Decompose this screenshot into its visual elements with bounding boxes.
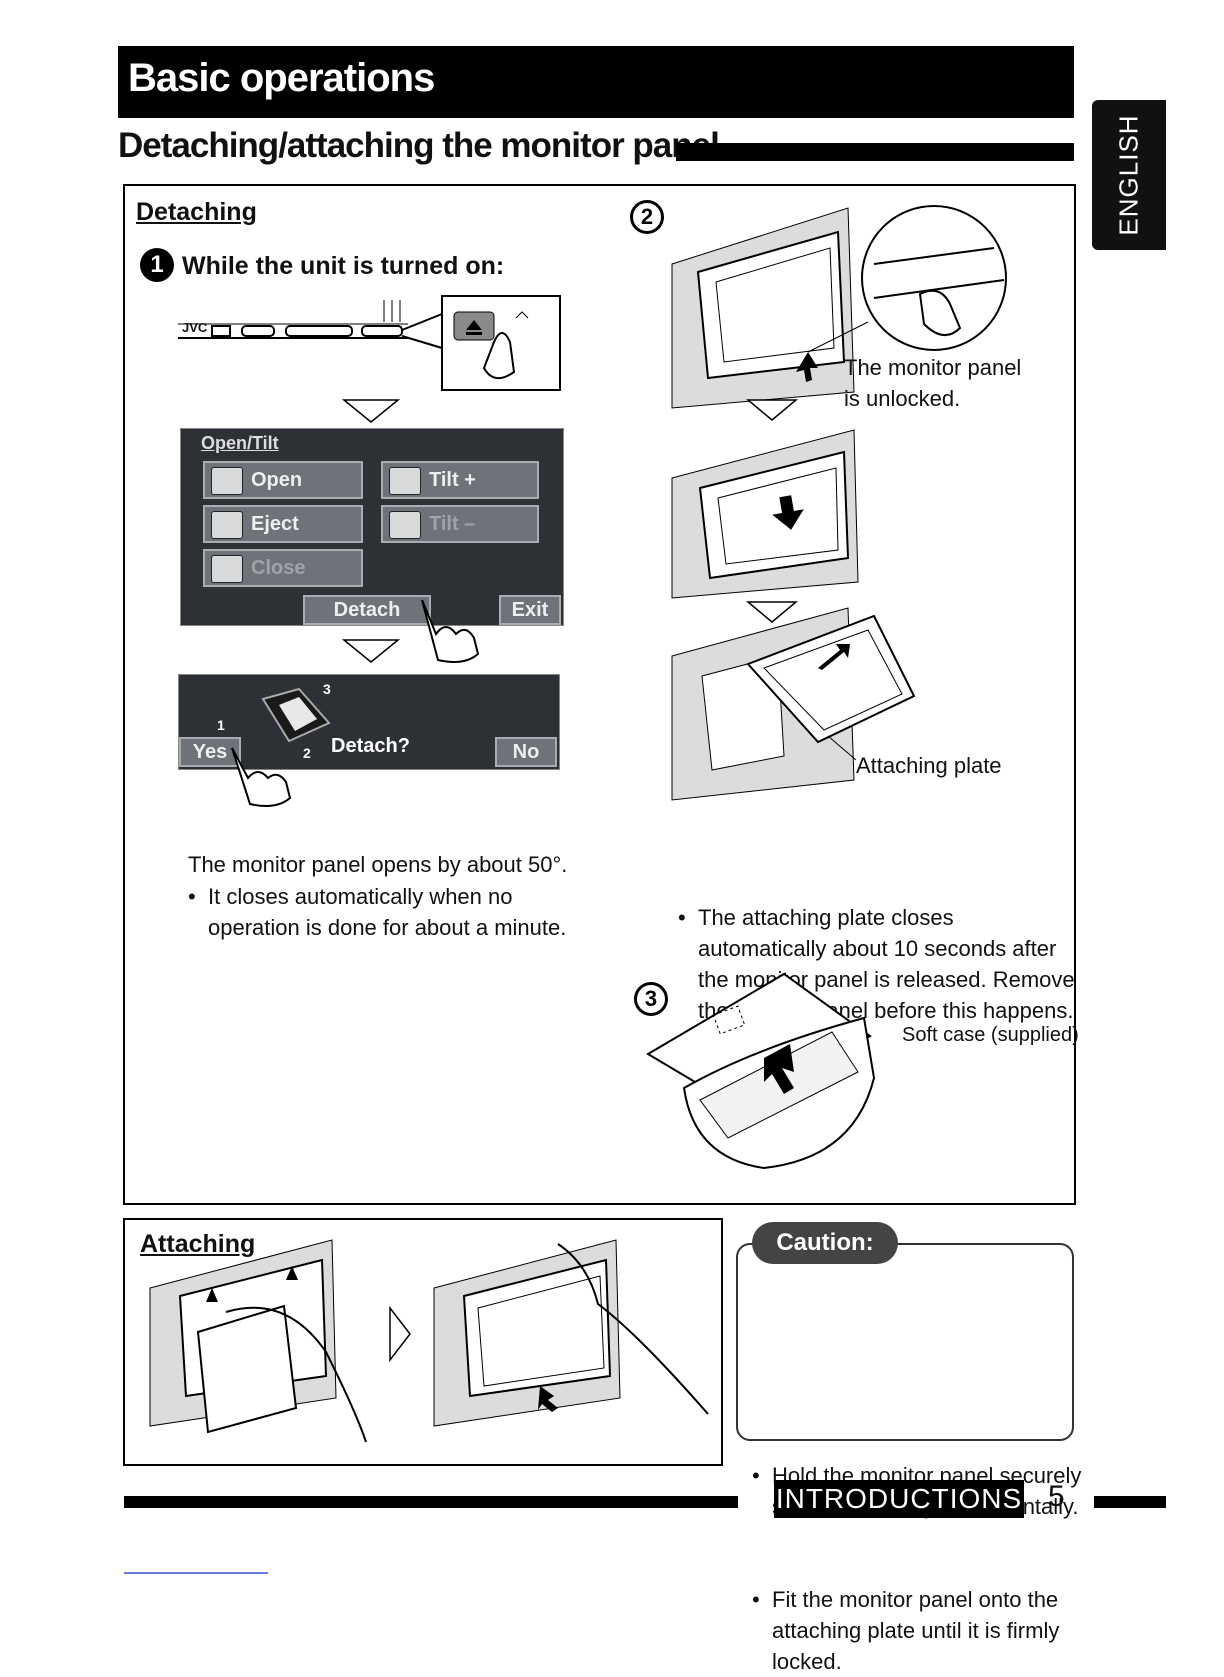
step-2-badge: 2 [630, 200, 664, 234]
footer-rule [124, 1496, 738, 1508]
next-arrow-icon [389, 1306, 411, 1362]
tilt-minus-button[interactable]: Tilt – [381, 505, 539, 543]
attaching-section [123, 1218, 723, 1466]
detach-confirm-screen: Yes Detach? No 1 2 3 [178, 674, 560, 770]
open-button[interactable]: Open [203, 461, 363, 499]
down-arrow-icon [746, 601, 798, 623]
detach-prompt: Detach? [331, 735, 410, 757]
marker-3: 3 [323, 681, 331, 697]
attaching-heading: Attaching [140, 1230, 256, 1258]
panel-remove-illustration [671, 607, 916, 801]
section-heading: Detaching/attaching the monitor panel [118, 126, 720, 165]
tilt-icon [389, 467, 421, 495]
down-arrow-icon [746, 399, 798, 421]
title-bar: Basic operations [118, 46, 1074, 118]
close-button[interactable]: Close [203, 549, 363, 587]
monitor-tilt-icon [261, 687, 331, 743]
page-number: 5 [1048, 1480, 1065, 1513]
page-title: Basic operations [128, 56, 435, 100]
exit-button[interactable]: Exit [499, 595, 561, 625]
step-1-title: While the unit is turned on: [182, 252, 505, 280]
eject-button[interactable]: Eject [203, 505, 363, 543]
caution-label: Caution: [752, 1222, 898, 1264]
eject-icon [211, 511, 243, 539]
panel-unlock-illustration [671, 205, 1007, 409]
open-tilt-title: Open/Tilt [201, 433, 279, 453]
detach-button[interactable]: Detach [303, 595, 431, 625]
jvc-logo: JVC [182, 320, 208, 335]
detaching-section [123, 184, 1076, 1205]
link-underline [124, 1572, 268, 1574]
detaching-heading: Detaching [136, 198, 257, 226]
language-tab: ENGLISH [1092, 100, 1166, 250]
down-arrow-icon [342, 639, 400, 663]
unit-panel-illustration [178, 295, 561, 391]
close-icon [211, 555, 243, 583]
attach-step-b-illustration [433, 1239, 709, 1427]
step-1-bullet: It closes automatically when no operatio… [188, 881, 608, 943]
open-icon [211, 467, 243, 495]
marker-1: 1 [217, 717, 225, 733]
panel-slide-illustration [671, 429, 859, 599]
caution-box [736, 1243, 1074, 1441]
unlocked-callout: The monitor panel is unlocked. [844, 355, 1022, 411]
no-button[interactable]: No [495, 737, 557, 767]
soft-case-callout: Soft case (supplied) [902, 1024, 1079, 1046]
language-tab-label: ENGLISH [1113, 114, 1144, 236]
pointing-hand-icon [421, 599, 480, 663]
soft-case-illustration [646, 972, 876, 1170]
down-arrow-icon [342, 399, 400, 423]
footer-section-label: INTRODUCTIONS [774, 1480, 1024, 1518]
yes-button[interactable]: Yes [179, 737, 241, 767]
step-3-badge: 3 [634, 982, 668, 1016]
tilt-icon [389, 511, 421, 539]
heading-rule [676, 143, 1074, 161]
step-1-text: The monitor panel opens by about 50°. [188, 852, 568, 877]
step-1-badge: 1 [140, 248, 174, 282]
tilt-plus-button[interactable]: Tilt + [381, 461, 539, 499]
pointing-hand-icon [231, 747, 292, 807]
caution-bullet: Fit the monitor panel onto the attaching… [752, 1584, 1082, 1677]
marker-2: 2 [303, 745, 311, 761]
attaching-plate-callout: Attaching plate [856, 753, 1002, 778]
open-tilt-screen: Open/Tilt Open Tilt + Eject Tilt – Close… [180, 428, 564, 626]
attach-step-a-illustration [149, 1239, 367, 1443]
footer-rule [1094, 1496, 1166, 1508]
